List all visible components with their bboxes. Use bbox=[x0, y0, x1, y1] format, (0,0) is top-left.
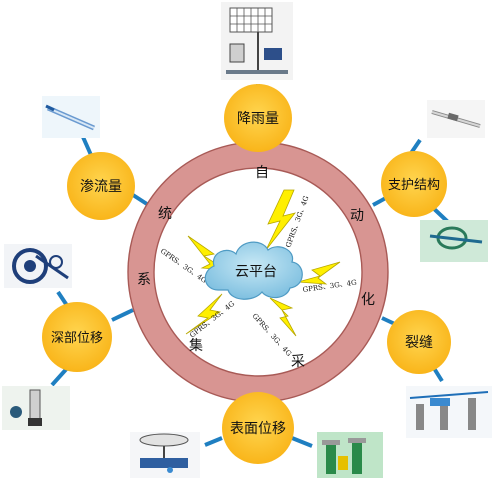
gnss-mast-icon bbox=[317, 432, 383, 478]
node-label: 支护结构 bbox=[388, 178, 440, 193]
node-deep: 深部位移 bbox=[42, 302, 112, 372]
lightning-bolt-icon bbox=[269, 297, 297, 337]
automation-ring bbox=[128, 142, 388, 402]
connector-deep bbox=[111, 308, 134, 322]
node-label: 表面位移 bbox=[230, 421, 286, 437]
cloud-label: 云平台 bbox=[235, 264, 277, 280]
node-rainfall: 降雨量 bbox=[224, 84, 292, 152]
gnss-receiver-icon bbox=[130, 432, 200, 478]
strain-gauge-rod-icon bbox=[427, 100, 485, 138]
node-seepage: 渗流量 bbox=[67, 152, 135, 220]
inclinometer-reel-icon bbox=[4, 244, 72, 288]
node-label: 降雨量 bbox=[237, 111, 279, 127]
ring-char: 系 bbox=[137, 272, 151, 288]
ring-char: 化 bbox=[361, 292, 375, 308]
cloud-platform: 云平台 bbox=[204, 241, 303, 300]
lightning-bolt-icon bbox=[265, 189, 297, 251]
ring-char: 自 bbox=[255, 165, 269, 181]
cloud-icon bbox=[204, 241, 303, 300]
seepage-sensor-icon bbox=[42, 96, 100, 138]
ring-char: 采 bbox=[291, 354, 305, 370]
ring-char: 动 bbox=[350, 208, 364, 224]
anchor-sensor-icon bbox=[420, 220, 488, 262]
ring-char: 统 bbox=[158, 206, 172, 222]
node-support: 支护结构 bbox=[381, 151, 447, 217]
node-label: 深部位移 bbox=[51, 331, 103, 346]
lightning-bolt-icon bbox=[185, 293, 223, 335]
node-label: 渗流量 bbox=[80, 179, 122, 195]
connector-surface-left bbox=[204, 436, 223, 447]
node-surface: 表面位移 bbox=[222, 392, 294, 464]
lightning-bolts bbox=[185, 189, 341, 337]
ring-char: 集 bbox=[189, 337, 203, 354]
node-crack: 裂缝 bbox=[387, 310, 451, 374]
sensor-nodes: 降雨量 支护结构 裂缝 表面位移 深部位移 渗流量 bbox=[42, 84, 451, 464]
piezometer-icon bbox=[2, 386, 70, 430]
rain-gauge-station-icon bbox=[221, 2, 293, 80]
connector-surface-right bbox=[291, 436, 313, 448]
crack-meter-icon bbox=[406, 386, 492, 438]
ring-labels: 自 动 化 采 集 系 统 bbox=[137, 165, 375, 370]
node-label: 裂缝 bbox=[405, 335, 433, 351]
